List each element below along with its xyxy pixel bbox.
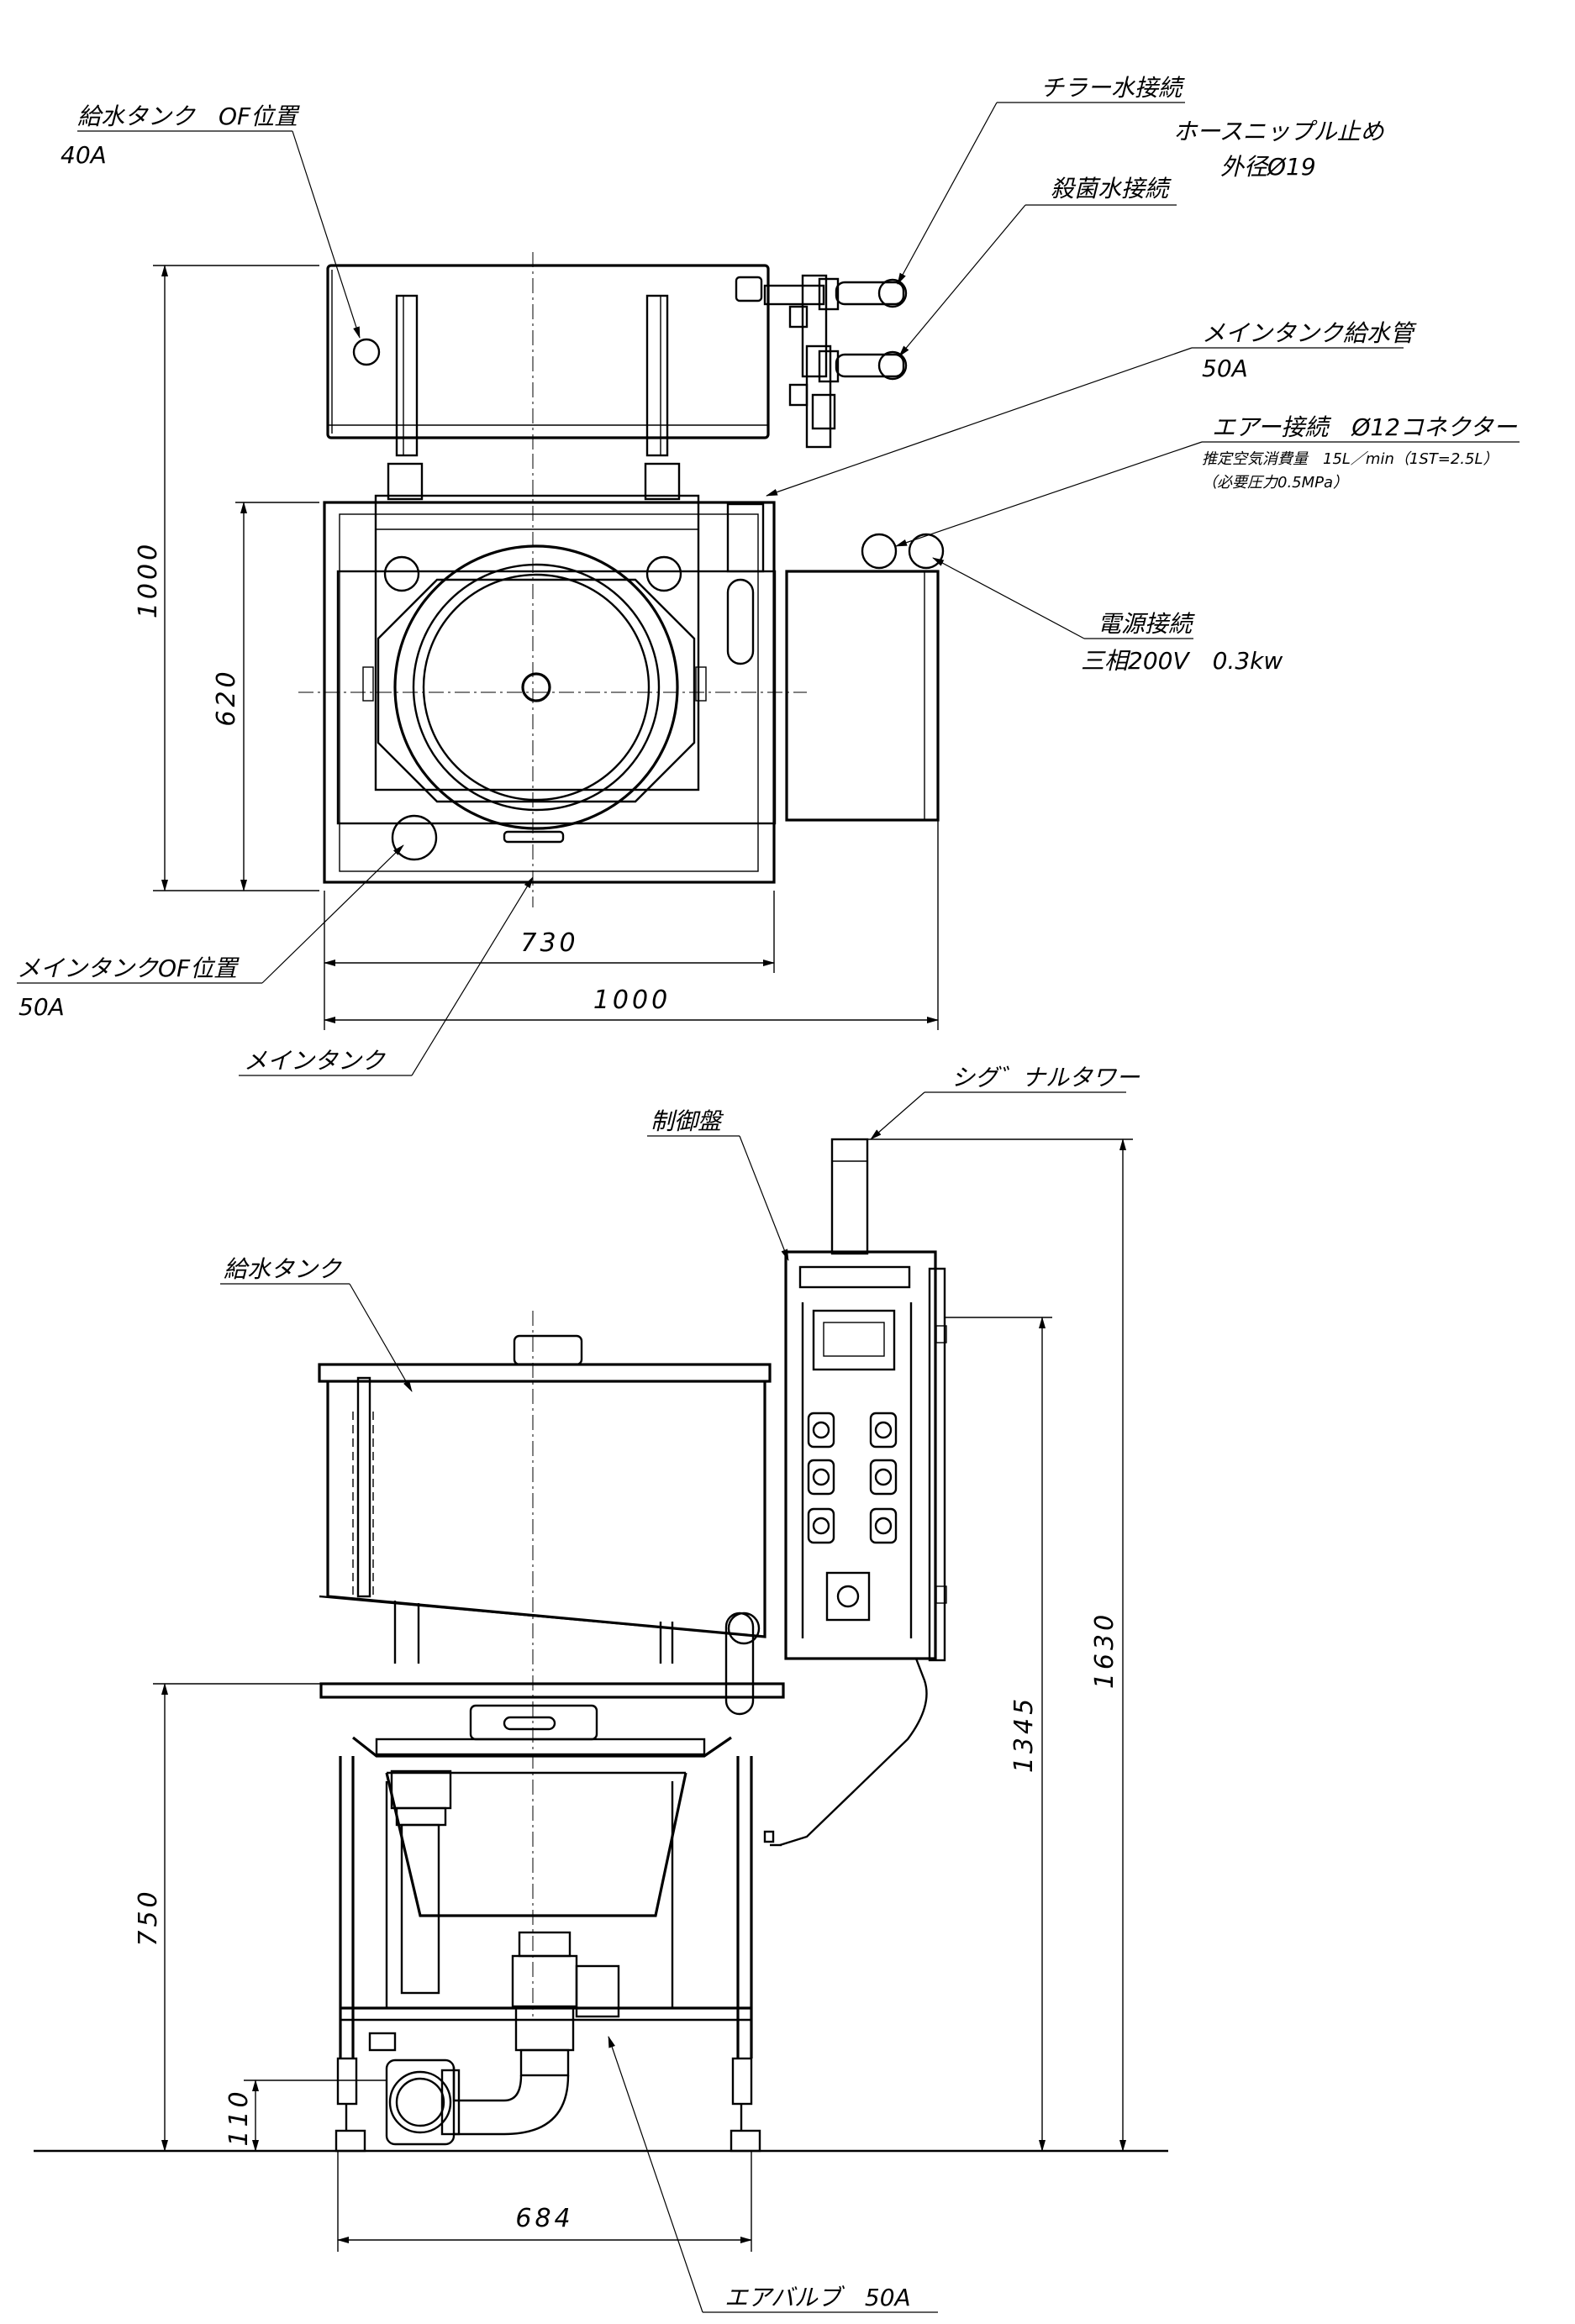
plan-main-tank xyxy=(298,454,807,907)
label-signal-tower: シグ゛ナルタワー xyxy=(951,1064,1140,1091)
plan-feed-tank xyxy=(326,252,770,457)
label-air-pressure: （必要圧力0.5MPa） xyxy=(1202,474,1348,492)
label-main-tank-feed: メインタンク給水管 xyxy=(1202,319,1417,347)
label-air-connection: エアー接続 Ø12コネクター xyxy=(1212,413,1518,441)
control-panel xyxy=(770,1250,947,1847)
front-piping xyxy=(368,1769,620,2146)
plan-dimensions: 1000 620 730 1000 xyxy=(134,265,939,1030)
label-main-tank-feed-size: 50A xyxy=(1202,355,1248,382)
dim-tank-width: 730 xyxy=(520,928,578,958)
dim-overall-depth: 1000 xyxy=(134,541,163,618)
air-connector-circle-1 xyxy=(861,533,898,570)
label-hose-nipple-2: 外径Ø19 xyxy=(1220,153,1316,181)
label-main-tank-of-size: 50A xyxy=(18,993,65,1021)
front-dimensions: 1630 1345 750 110 684 xyxy=(134,1138,1133,2252)
dim-tank-depth: 620 xyxy=(212,668,241,726)
plan-view: 1000 620 730 1000 給水タンク OF位置 40A チラー水接続 … xyxy=(17,74,1520,1076)
label-air-consumption: 推定空気消費量 15L／min（1ST=2.5L） xyxy=(1202,450,1498,468)
dim-overall-height: 1630 xyxy=(1090,1612,1119,1689)
label-chiller-water: チラー水接続 xyxy=(1040,74,1185,102)
dim-leg-span: 684 xyxy=(515,2204,573,2233)
label-main-tank: メインタンク xyxy=(244,1047,386,1075)
label-feed-tank-of-size: 40A xyxy=(61,141,107,169)
air-connector-circle-2 xyxy=(908,533,945,570)
front-main-tank xyxy=(319,1311,785,2153)
plan-control-box xyxy=(785,533,945,822)
label-air-valve: エアバルブ 50A xyxy=(724,2284,911,2311)
front-view: 1630 1345 750 110 684 シグ゛ナルタワー 制御盤 xyxy=(34,1064,1168,2313)
label-feed-tank-of: 給水タンク OF位置 xyxy=(77,103,300,130)
label-power-spec: 三相200V 0.3kw xyxy=(1081,647,1283,675)
plan-piping-connections xyxy=(763,274,908,449)
signal-tower xyxy=(830,1138,869,1255)
front-feed-tank xyxy=(318,1334,772,1716)
label-power: 電源接続 xyxy=(1098,610,1195,638)
dim-pipe-height: 110 xyxy=(224,2088,254,2146)
dim-panel-height: 1345 xyxy=(1009,1696,1039,1773)
feed-tank-overflow-port xyxy=(352,338,381,366)
label-main-tank-of: メインタンクOF位置 xyxy=(17,954,240,982)
front-labels: シグ゛ナルタワー 制御盤 給水タンク エアバルブ 50A xyxy=(220,1064,1140,2313)
dim-overall-width: 1000 xyxy=(593,986,671,1015)
plan-labels: 給水タンク OF位置 40A チラー水接続 ホースニップル止め 外径Ø19 殺菌… xyxy=(17,74,1520,1076)
label-sterile-water: 殺菌水接続 xyxy=(1051,175,1172,202)
label-control-panel: 制御盤 xyxy=(651,1107,724,1135)
label-feed-tank: 給水タンク xyxy=(224,1255,342,1283)
dim-table-height: 750 xyxy=(134,1888,163,1946)
label-hose-nipple-1: ホースニップル止め xyxy=(1173,118,1385,145)
